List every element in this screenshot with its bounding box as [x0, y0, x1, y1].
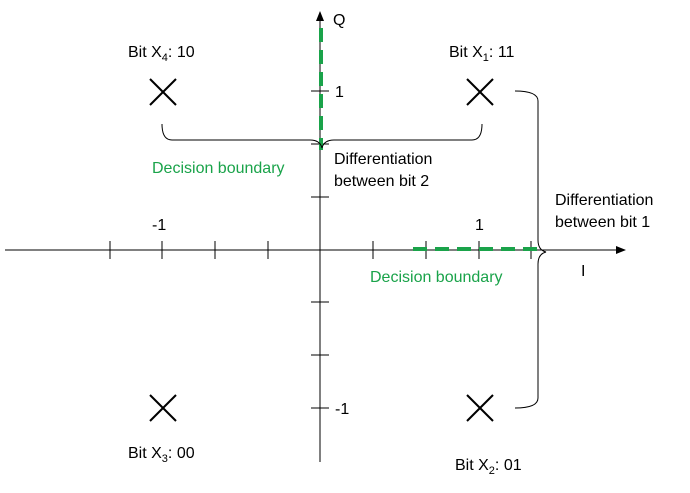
constellation-points	[149, 78, 494, 422]
tick-label-q-pos-1: 1	[335, 84, 344, 101]
bit1-bracket	[514, 90, 547, 409]
tick-label-i-pos-1: 1	[475, 217, 484, 234]
tick-label-q-neg-1: -1	[335, 401, 349, 418]
symbol-x3-label: Bit X3: 00	[128, 445, 195, 465]
q-axis-ticks	[311, 90, 329, 409]
bit2-bracket	[161, 123, 483, 149]
tick-label-i-neg-1: -1	[152, 217, 166, 234]
decision-boundary-label-q: Decision boundary	[152, 160, 285, 177]
symbol-x3-mark	[149, 394, 177, 422]
symbol-x2-mark	[466, 394, 494, 422]
diff-bit1-label-line1: Differentiation	[555, 192, 653, 209]
symbol-x1-label: Bit X1: 11	[449, 44, 515, 64]
symbol-x2-label: Bit X2: 01	[455, 457, 522, 477]
decision-boundary-label-i: Decision boundary	[370, 269, 503, 286]
i-axis-label: I	[581, 263, 585, 280]
symbol-x4-mark	[149, 78, 177, 106]
diff-bit1-label-line2: between bit 1	[555, 214, 650, 231]
q-axis-label: Q	[333, 12, 345, 29]
symbol-x4-label: Bit X4: 10	[128, 44, 195, 64]
symbol-x1-mark	[466, 78, 494, 106]
diff-bit2-label-line2: between bit 2	[334, 173, 429, 190]
diff-bit2-label-line1: Differentiation	[334, 151, 432, 168]
